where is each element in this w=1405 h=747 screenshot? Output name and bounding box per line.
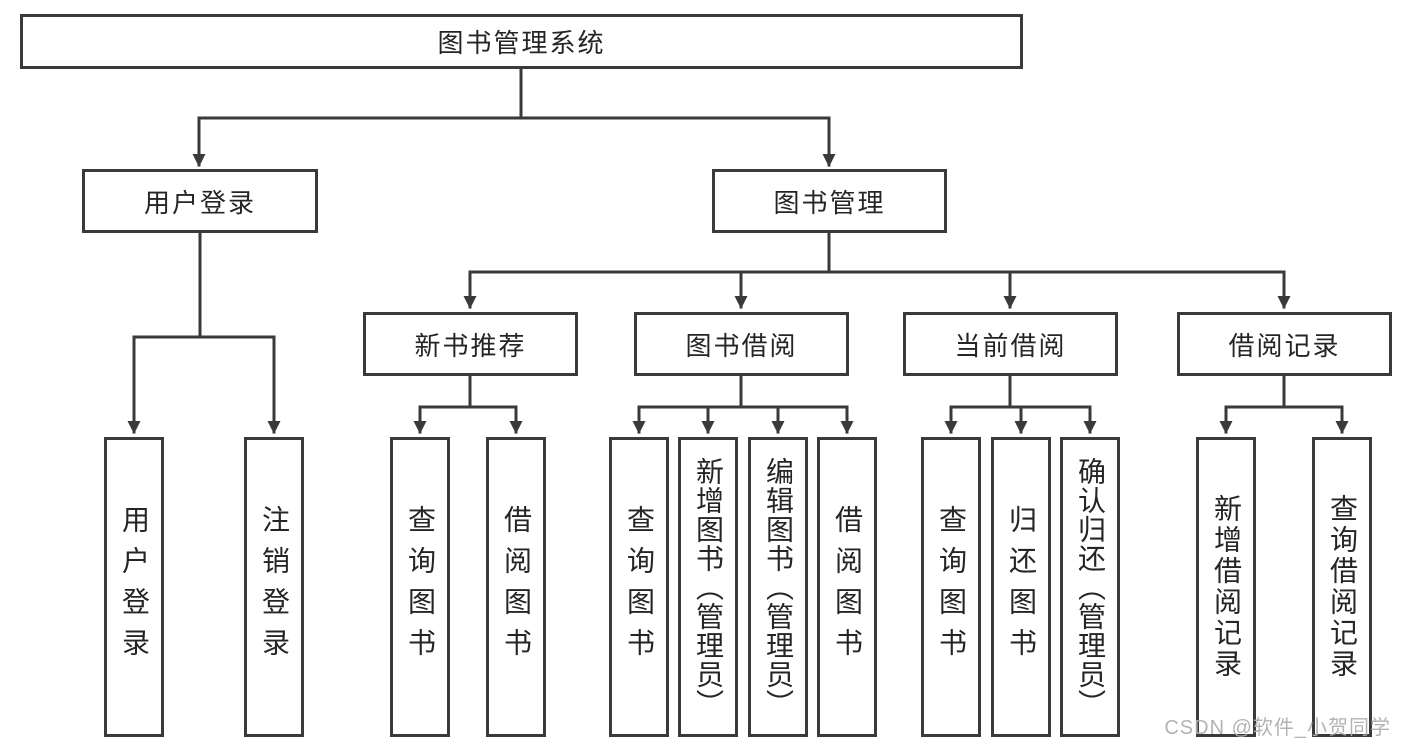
node-leaf-recommend-borrow-books: 借阅图书 <box>486 437 546 737</box>
node-book-management-label: 图书管理 <box>773 187 886 218</box>
node-leaf-records-query-record: 查询借阅记录 <box>1312 437 1372 737</box>
node-leaf-recommend-query-books: 查询图书 <box>390 437 450 737</box>
node-leaf-current-query-books-label: 查询图书 <box>936 505 967 669</box>
node-leaf-user-login-label: 用户登录 <box>119 505 150 669</box>
node-leaf-borrowing-borrow-books-label: 借阅图书 <box>832 505 863 669</box>
node-leaf-current-return-books: 归还图书 <box>991 437 1051 737</box>
node-new-book-recommend-label: 新书推荐 <box>414 330 527 361</box>
node-leaf-borrowing-query-books-label: 查询图书 <box>624 505 655 669</box>
node-current-borrowing: 当前借阅 <box>903 312 1118 376</box>
node-leaf-current-confirm-return-label: 确认归还（管理员） <box>1075 456 1106 718</box>
node-book-management: 图书管理 <box>712 169 947 233</box>
node-book-borrowing: 图书借阅 <box>634 312 849 376</box>
node-leaf-records-add-record: 新增借阅记录 <box>1196 437 1256 737</box>
node-leaf-borrowing-query-books: 查询图书 <box>609 437 669 737</box>
csdn-watermark: CSDN @软件_小贺同学 <box>1164 717 1391 739</box>
node-leaf-current-confirm-return: 确认归还（管理员） <box>1060 437 1120 737</box>
node-leaf-recommend-query-books-label: 查询图书 <box>405 505 436 669</box>
node-root: 图书管理系统 <box>20 14 1023 69</box>
node-borrow-records: 借阅记录 <box>1177 312 1392 376</box>
node-leaf-recommend-borrow-books-label: 借阅图书 <box>501 505 532 669</box>
node-leaf-borrowing-edit-books: 编辑图书（管理员） <box>748 437 808 737</box>
node-leaf-borrowing-borrow-books: 借阅图书 <box>817 437 877 737</box>
node-leaf-logout: 注销登录 <box>244 437 304 737</box>
node-current-borrowing-label: 当前借阅 <box>954 330 1067 361</box>
node-leaf-user-login: 用户登录 <box>104 437 164 737</box>
node-leaf-records-add-record-label: 新增借阅记录 <box>1211 494 1242 680</box>
node-leaf-borrowing-add-books-label: 新增图书（管理员） <box>693 456 724 718</box>
node-leaf-current-return-books-label: 归还图书 <box>1006 505 1037 669</box>
node-leaf-borrowing-edit-books-label: 编辑图书（管理员） <box>763 456 794 718</box>
node-new-book-recommend: 新书推荐 <box>363 312 578 376</box>
node-borrow-records-label: 借阅记录 <box>1228 330 1341 361</box>
node-leaf-borrowing-add-books: 新增图书（管理员） <box>678 437 738 737</box>
node-leaf-records-query-record-label: 查询借阅记录 <box>1327 494 1358 680</box>
node-user-login: 用户登录 <box>82 169 318 233</box>
node-user-login-label: 用户登录 <box>143 187 256 218</box>
node-root-label: 图书管理系统 <box>437 28 606 58</box>
node-leaf-logout-label: 注销登录 <box>259 505 290 669</box>
node-book-borrowing-label: 图书借阅 <box>685 330 798 361</box>
node-leaf-current-query-books: 查询图书 <box>921 437 981 737</box>
